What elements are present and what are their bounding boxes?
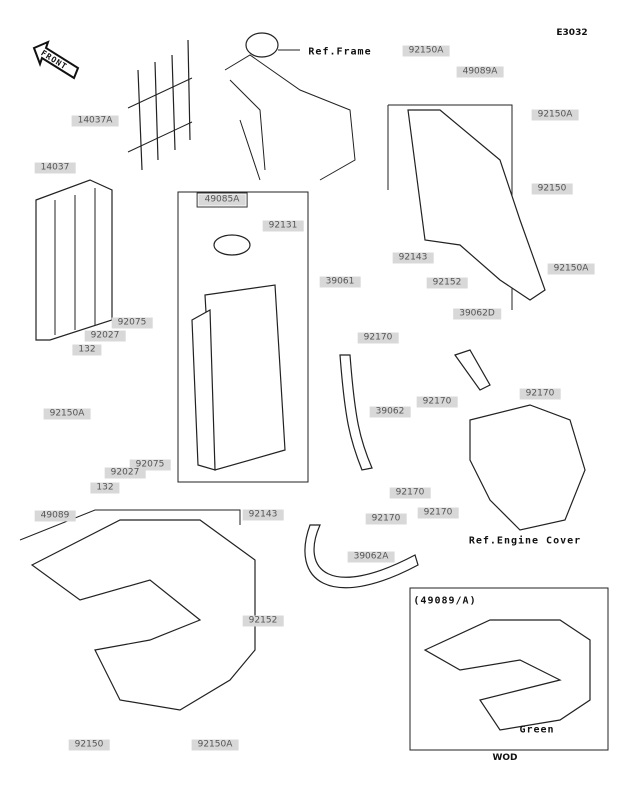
part-label[interactable]: 14037 xyxy=(34,162,76,174)
part-label[interactable]: 39062A xyxy=(347,551,395,563)
part-label[interactable]: 132 xyxy=(72,344,102,356)
part-label[interactable]: 92170 xyxy=(416,396,458,408)
part-label[interactable]: 92075 xyxy=(129,459,171,471)
inset-variant: WOD xyxy=(492,753,518,763)
part-label[interactable]: 92027 xyxy=(84,330,126,342)
part-label[interactable]: 92170 xyxy=(357,332,399,344)
frame-part xyxy=(224,32,356,181)
part-label[interactable]: 92152 xyxy=(426,277,468,289)
inset-title: (49089/A) xyxy=(413,595,477,607)
inset-box xyxy=(409,587,609,751)
part-label[interactable]: 39061 xyxy=(319,276,361,288)
part-label[interactable]: 132 xyxy=(90,482,120,494)
part-label[interactable]: 92170 xyxy=(365,513,407,525)
part-label[interactable]: 92152 xyxy=(242,615,284,627)
engine-cover xyxy=(469,404,586,531)
front-arrow-icon xyxy=(32,40,80,80)
part-label[interactable]: 92150A xyxy=(547,263,595,275)
diagram-code: E3032 xyxy=(556,28,588,38)
part-label[interactable]: 92131 xyxy=(262,220,304,232)
radiator-grille-14037a xyxy=(127,39,193,171)
ref-frame-label: Ref.Frame xyxy=(308,46,372,58)
part-label[interactable]: 92143 xyxy=(242,509,284,521)
part-label[interactable]: 49089A xyxy=(456,66,504,78)
part-label[interactable]: 92150A xyxy=(402,45,450,57)
part-label[interactable]: 92027 xyxy=(104,467,146,479)
part-label[interactable]: 92150A xyxy=(43,408,91,420)
radiator-group xyxy=(177,191,309,483)
part-label[interactable]: 92170 xyxy=(389,487,431,499)
part-label[interactable]: 92170 xyxy=(519,388,561,400)
part-label[interactable]: 92150A xyxy=(531,109,579,121)
right-shroud-49089a xyxy=(387,104,546,310)
part-label[interactable]: 39062D xyxy=(453,308,501,320)
ref-engine-cover-label: Ref.Engine Cover xyxy=(468,535,582,547)
radiator-14037 xyxy=(35,179,113,341)
part-label[interactable]: 92075 xyxy=(111,317,153,329)
part-label[interactable]: 49085A xyxy=(196,192,248,208)
part-label[interactable]: 92150 xyxy=(531,183,573,195)
part-label[interactable]: 92170 xyxy=(417,507,459,519)
inset-color-note: Green xyxy=(519,724,555,736)
part-label[interactable]: 14037A xyxy=(71,115,119,127)
part-label[interactable]: 92150A xyxy=(191,739,239,751)
hoses xyxy=(304,349,491,589)
part-label[interactable]: 39062 xyxy=(369,406,411,418)
part-label[interactable]: 92150 xyxy=(68,739,110,751)
left-shroud-49089 xyxy=(19,509,256,711)
part-label[interactable]: 92143 xyxy=(392,252,434,264)
part-label[interactable]: 49089 xyxy=(34,510,76,522)
